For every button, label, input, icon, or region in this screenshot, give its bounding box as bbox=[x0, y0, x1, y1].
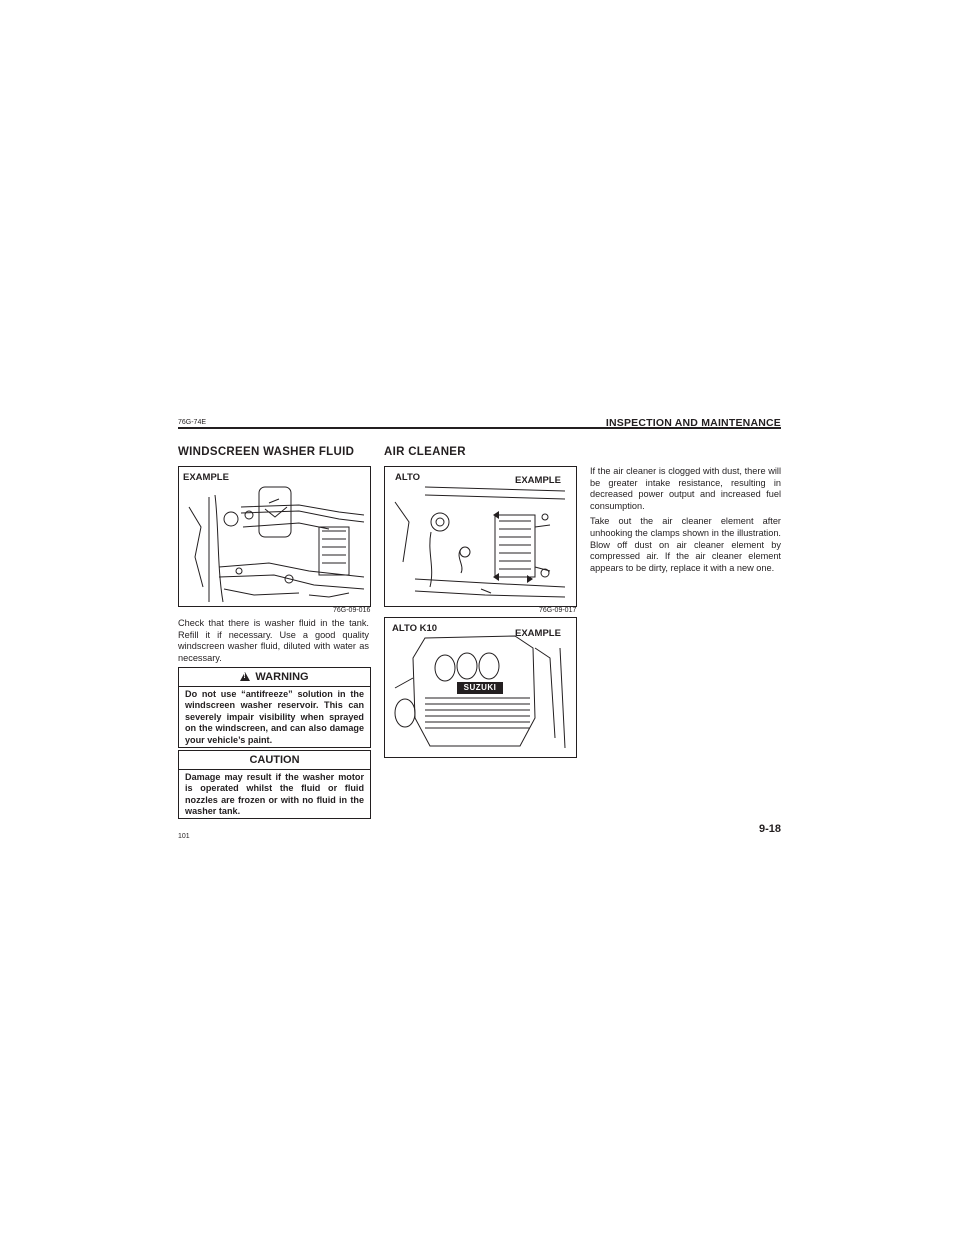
washer-figure-code: 76G-09-016 bbox=[333, 607, 371, 614]
page-index: 101 bbox=[178, 833, 190, 840]
caution-header: CAUTION bbox=[179, 751, 370, 770]
warning-title: WARNING bbox=[255, 671, 309, 683]
caution-box: CAUTION Damage may result if the washer … bbox=[178, 750, 371, 819]
page-number: 9-18 bbox=[758, 823, 781, 835]
alto-figure-code: 76G-09-017 bbox=[539, 607, 577, 614]
air-cleaner-paragraph-2: Take out the air cleaner element after u… bbox=[590, 516, 781, 573]
suzuki-logo: SUZUKI bbox=[463, 683, 497, 692]
warning-box: WARNING Do not use “antifreeze” solution… bbox=[178, 667, 371, 748]
alto-k10-illustration bbox=[385, 618, 576, 757]
washer-body-text: Check that there is washer fluid in the … bbox=[178, 618, 369, 663]
alto-model-label: ALTO bbox=[395, 472, 420, 483]
header-rule bbox=[178, 427, 781, 429]
document-code: 76G-74E bbox=[178, 419, 207, 426]
alto-illustration bbox=[385, 467, 576, 606]
air-cleaner-paragraph-1: If the air cleaner is clogged with dust,… bbox=[590, 466, 781, 511]
air-cleaner-heading: AIR CLEANER bbox=[384, 446, 466, 458]
alto-air-cleaner-figure: ALTO EXAMPLE bbox=[384, 466, 577, 607]
warning-text: Do not use “antifreeze” solution in the … bbox=[185, 689, 364, 745]
chapter-title: INSPECTION AND MAINTENANCE bbox=[605, 417, 781, 429]
washer-heading: WINDSCREEN WASHER FLUID bbox=[178, 446, 355, 458]
caution-text: Damage may result if the washer motor is… bbox=[185, 772, 364, 817]
alto-k10-model-label: ALTO K10 bbox=[392, 623, 438, 634]
alto-example-label: EXAMPLE bbox=[515, 475, 561, 486]
washer-figure: EXAMPLE bbox=[178, 466, 371, 607]
air-cleaner-text: If the air cleaner is clogged with dust,… bbox=[590, 466, 781, 578]
washer-figure-label: EXAMPLE bbox=[183, 472, 229, 483]
washer-illustration bbox=[179, 467, 370, 606]
warning-triangle-icon bbox=[240, 672, 251, 681]
alto-k10-figure: ALTO K10 EXAMPLE SUZUKI bbox=[384, 617, 577, 758]
warning-header: WARNING bbox=[179, 668, 370, 687]
alto-k10-example-label: EXAMPLE bbox=[515, 628, 561, 639]
